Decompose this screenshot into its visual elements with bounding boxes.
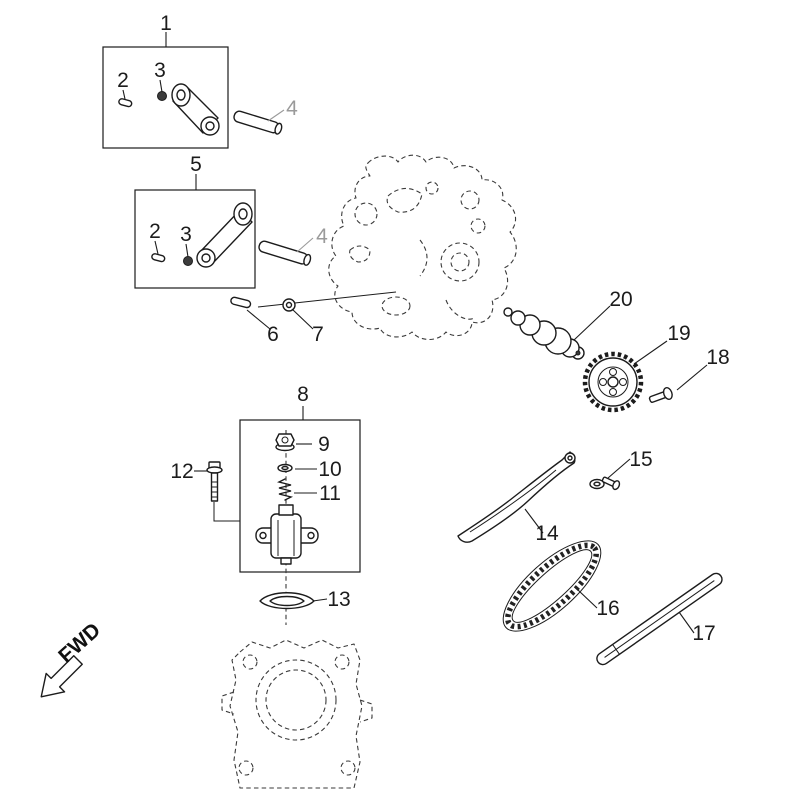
sprocket-bolt-18 xyxy=(648,386,673,403)
group-box-5 xyxy=(134,189,256,289)
callout-12: 12 xyxy=(170,460,193,483)
callout-7: 7 xyxy=(312,323,324,346)
bolt-12-reference-line xyxy=(213,502,240,522)
callout-15: 15 xyxy=(629,448,652,471)
dowel-pin-6 xyxy=(230,296,252,309)
callout-17: 17 xyxy=(692,622,715,645)
rocker-shaft-4-top xyxy=(233,110,283,135)
camshaft-20 xyxy=(503,307,585,360)
tensioner-body xyxy=(255,504,319,565)
adjuster-nut-3b xyxy=(183,256,193,266)
adjuster-nut-3 xyxy=(157,91,167,101)
callout-2-top: 2 xyxy=(117,69,129,92)
callout-10: 10 xyxy=(318,458,341,481)
callout-3-bottom: 3 xyxy=(180,223,192,246)
pivot-pin-2 xyxy=(118,98,133,108)
rocker-assembly-group-1 xyxy=(102,32,229,149)
cam-chain-16 xyxy=(502,540,602,632)
fwd-arrow xyxy=(40,655,83,698)
rocker-assembly-group-5 xyxy=(134,174,256,289)
callout-11: 11 xyxy=(319,482,341,505)
callout-3-top: 3 xyxy=(154,59,166,82)
rocker-shaft-4-bottom xyxy=(258,240,312,266)
callout-9: 9 xyxy=(318,433,330,456)
callout-14: 14 xyxy=(535,522,559,545)
callout-20: 20 xyxy=(609,288,632,311)
tensioner-spring-11 xyxy=(276,478,294,501)
callout-13: 13 xyxy=(327,588,350,611)
flange-bolt-12 xyxy=(206,461,223,502)
rocker-arm-1 xyxy=(171,83,220,136)
callout-5: 5 xyxy=(190,153,202,176)
callout-1: 1 xyxy=(160,12,172,35)
tensioner-cap-bolt-9 xyxy=(275,433,295,452)
engine-case-outline xyxy=(328,154,517,341)
callout-16: 16 xyxy=(596,597,619,620)
tensioner-gasket-13 xyxy=(259,592,315,610)
callout-4-top: 4 xyxy=(286,97,298,120)
cylinder-outline xyxy=(221,639,373,789)
tensioner-blade-17 xyxy=(596,572,723,666)
callout-19: 19 xyxy=(667,322,690,345)
callout-4-bottom: 4 xyxy=(316,225,328,248)
rocker-arm-5 xyxy=(196,202,253,268)
callout-18: 18 xyxy=(706,346,729,369)
washer-7 xyxy=(282,298,296,312)
pivot-pin-2b xyxy=(151,253,166,263)
callout-2-bottom: 2 xyxy=(149,220,161,243)
tensioner-group-8 xyxy=(239,406,361,625)
tensioner-washer-10 xyxy=(277,463,293,473)
guide-bolt-15 xyxy=(589,476,621,491)
callout-8: 8 xyxy=(297,383,309,406)
assembly-axis-line xyxy=(257,291,397,308)
fwd-label: FWD xyxy=(54,619,105,668)
callout-6: 6 xyxy=(267,323,279,346)
cam-chain-guide-14 xyxy=(457,451,576,543)
cam-sprocket-19 xyxy=(582,351,644,413)
group-box-8 xyxy=(239,419,361,573)
